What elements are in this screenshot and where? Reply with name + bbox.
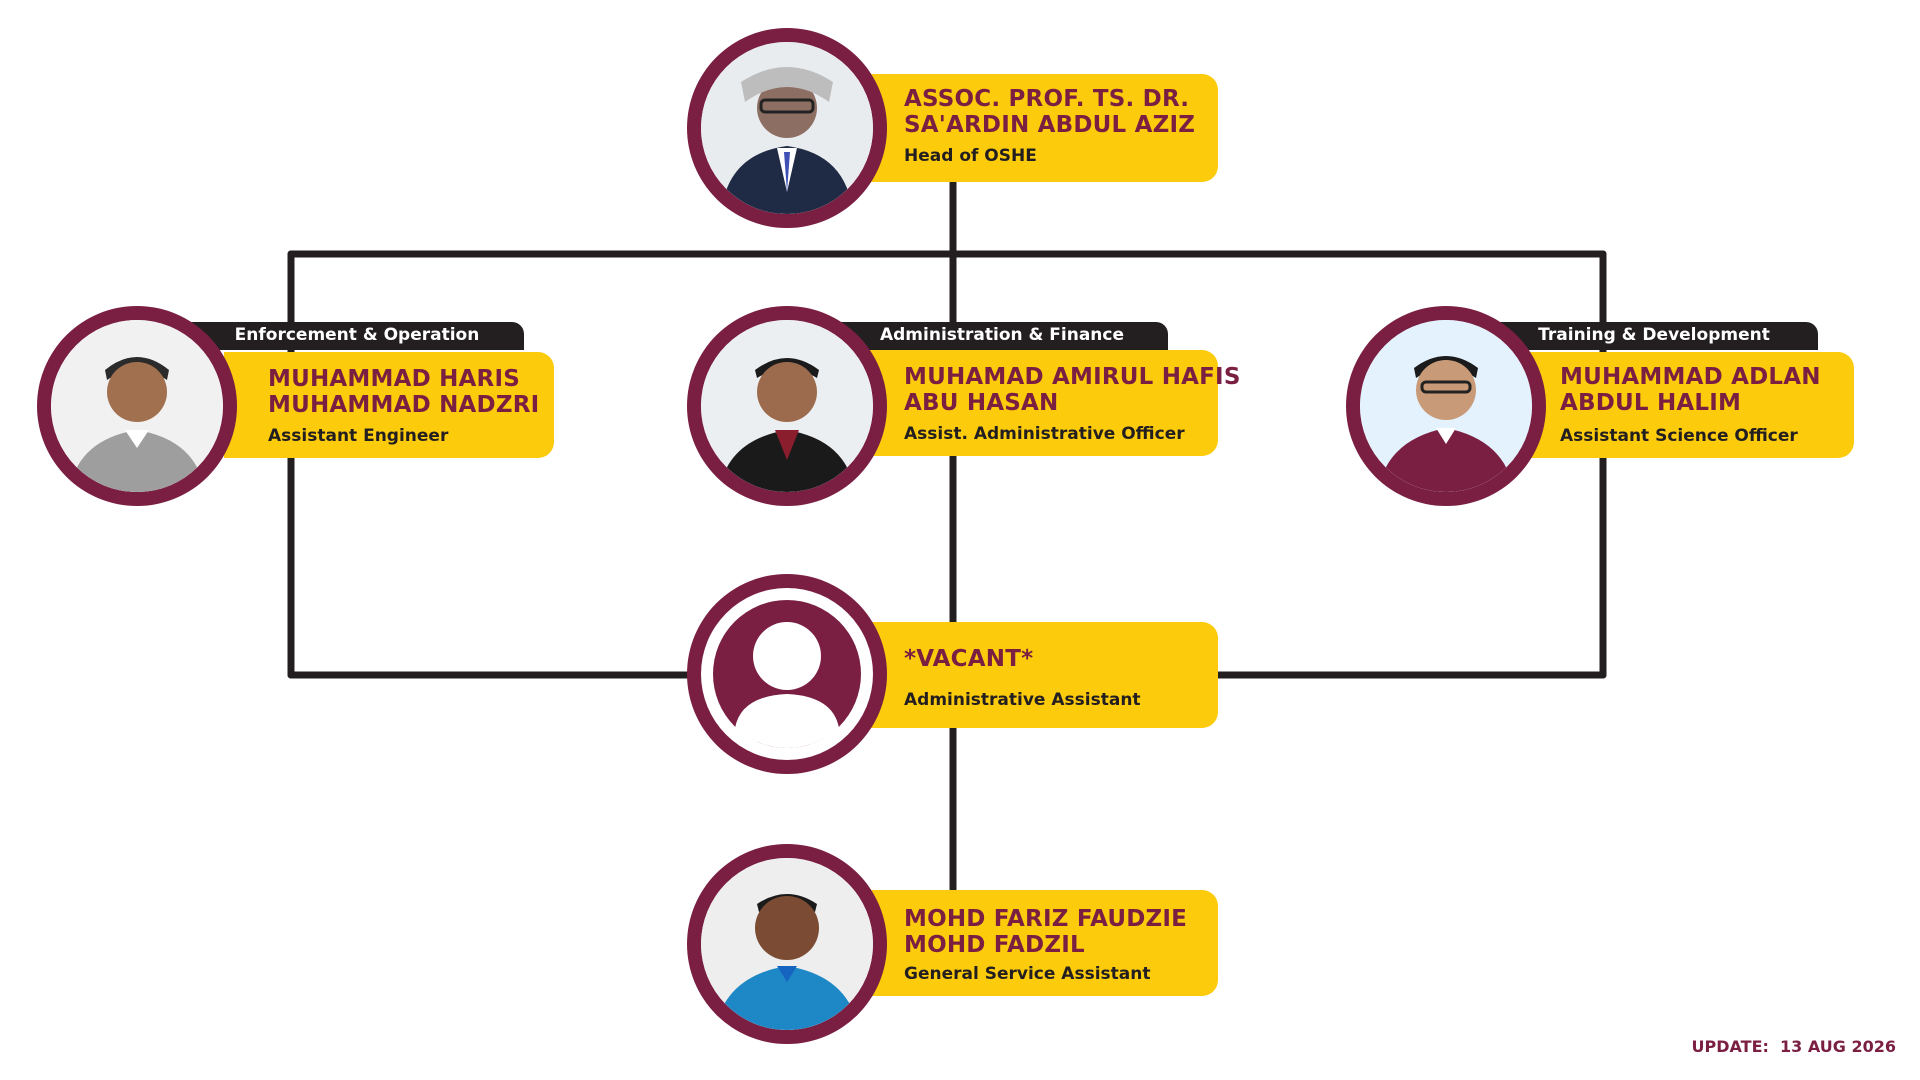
vacant-avatar bbox=[687, 574, 887, 774]
update-date: 13 AUG 2026 bbox=[1780, 1037, 1896, 1056]
general-card: MOHD FARIZ FAUDZIE MOHD FADZIL General S… bbox=[860, 890, 1218, 996]
general-role: General Service Assistant bbox=[904, 964, 1151, 984]
person-photo-icon bbox=[51, 320, 223, 492]
head-card: ASSOC. PROF. TS. DR. SA'ARDIN ABDUL AZIZ… bbox=[860, 74, 1218, 182]
general-avatar bbox=[687, 844, 887, 1044]
unit-training-avatar bbox=[1346, 306, 1546, 506]
person-photo-icon bbox=[701, 42, 873, 214]
unit-training-role: Assistant Science Officer bbox=[1560, 426, 1798, 446]
person-photo-icon bbox=[1360, 320, 1532, 492]
head-role: Head of OSHE bbox=[904, 146, 1037, 166]
unit-tab-administration: Administration & Finance bbox=[836, 322, 1168, 350]
user-placeholder-icon bbox=[713, 600, 861, 748]
unit-tab-enforcement: Enforcement & Operation bbox=[190, 322, 524, 350]
unit-tab-training: Training & Development bbox=[1490, 322, 1818, 350]
general-name-line1: MOHD FARIZ FAUDZIE bbox=[904, 906, 1188, 932]
unit-card-enforcement: MUHAMMAD HARIS MUHAMMAD NADZRI Assistant… bbox=[224, 352, 554, 458]
person-photo-icon bbox=[701, 320, 873, 492]
unit-administration-role: Assist. Administrative Officer bbox=[904, 424, 1185, 444]
unit-enforcement-name-line1: MUHAMMAD HARIS bbox=[268, 366, 520, 392]
update-stamp: UPDATE: 13 AUG 2026 bbox=[1692, 1037, 1896, 1056]
person-photo-icon bbox=[701, 858, 873, 1030]
unit-enforcement-avatar bbox=[37, 306, 237, 506]
head-name-line2: SA'ARDIN ABDUL AZIZ bbox=[904, 112, 1196, 138]
unit-enforcement-role: Assistant Engineer bbox=[268, 426, 449, 446]
unit-card-training: MUHAMMAD ADLAN ABDUL HALIM Assistant Sci… bbox=[1516, 352, 1854, 458]
unit-training-name-line2: ABDUL HALIM bbox=[1560, 390, 1742, 416]
vacant-card: *VACANT* Administrative Assistant bbox=[860, 622, 1218, 728]
general-name-line2: MOHD FADZIL bbox=[904, 932, 1085, 958]
unit-enforcement-name-line2: MUHAMMAD NADZRI bbox=[268, 392, 540, 418]
update-label: UPDATE: bbox=[1691, 1037, 1769, 1056]
unit-administration-name-line2: ABU HASAN bbox=[904, 390, 1059, 416]
unit-administration-name-line1: MUHAMAD AMIRUL HAFIS bbox=[904, 364, 1241, 390]
unit-card-administration: MUHAMAD AMIRUL HAFIS ABU HASAN Assist. A… bbox=[860, 350, 1241, 456]
unit-administration-avatar bbox=[687, 306, 887, 506]
head-name-line1: ASSOC. PROF. TS. DR. bbox=[904, 86, 1190, 112]
head-avatar bbox=[687, 28, 887, 228]
vacant-role: Administrative Assistant bbox=[904, 690, 1141, 710]
vacant-name: *VACANT* bbox=[904, 646, 1034, 672]
unit-training-name-line1: MUHAMMAD ADLAN bbox=[1560, 364, 1821, 390]
